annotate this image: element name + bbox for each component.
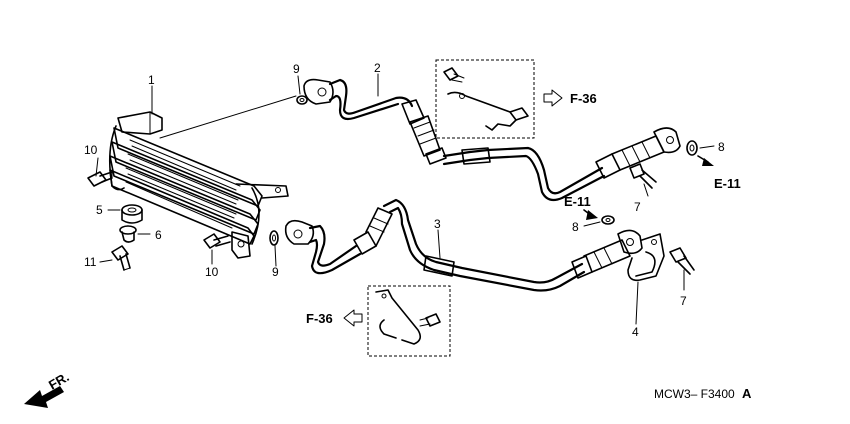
bolt-7-lower xyxy=(669,247,695,275)
diagram-code-suffix: A xyxy=(742,386,752,401)
part-number-9-upper: 9 xyxy=(293,62,300,76)
washer-9-lower xyxy=(269,230,279,246)
ref-f36-bottom: F-36 xyxy=(306,311,333,326)
part-number-11: 11 xyxy=(84,255,97,269)
front-direction-arrow xyxy=(24,386,64,408)
washer-8-mid xyxy=(601,215,615,225)
ref-arrow-f36-top xyxy=(543,89,563,107)
ref-arrow-e11-right xyxy=(697,155,714,166)
part-number-6: 6 xyxy=(155,228,162,242)
oil-cooler xyxy=(108,95,297,259)
oil-cooler-hose-upper xyxy=(303,78,681,202)
part-number-4: 4 xyxy=(632,325,639,339)
collar-6 xyxy=(119,225,137,243)
oil-cooler-hose-lower xyxy=(284,198,643,292)
grommet-5 xyxy=(121,204,143,224)
part-number-7-lower: 7 xyxy=(680,294,687,308)
part-number-8-mid: 8 xyxy=(572,220,579,234)
bolt-11 xyxy=(111,245,131,271)
ref-arrow-f36-bottom xyxy=(343,309,363,327)
part-number-9-lower: 9 xyxy=(272,265,279,279)
washer-8-right xyxy=(686,140,698,156)
front-direction-label: FR. xyxy=(46,369,72,392)
ref-e11-mid: E-11 xyxy=(564,194,591,209)
part-number-10-mid: 10 xyxy=(205,265,219,279)
leader-lines xyxy=(95,73,715,325)
part-number-10-left: 10 xyxy=(84,143,98,157)
bolt-10-left xyxy=(87,171,113,187)
washer-9-upper xyxy=(296,95,308,105)
part-number-2: 2 xyxy=(374,61,381,75)
part-number-5: 5 xyxy=(96,203,103,217)
bolt-10-mid xyxy=(203,233,231,249)
part-number-3: 3 xyxy=(434,217,441,231)
detail-box-top xyxy=(435,59,535,139)
diagram-code: MCW3– F3400 xyxy=(654,387,735,401)
part-number-8-right: 8 xyxy=(718,140,725,154)
detail-box-bottom xyxy=(367,285,451,357)
bolt-7-upper xyxy=(629,163,657,189)
ref-e11-right: E-11 xyxy=(714,176,741,191)
ref-arrow-e11-mid xyxy=(583,209,598,220)
ref-f36-top: F-36 xyxy=(570,91,597,106)
hose-clamp xyxy=(627,233,665,282)
part-number-7-upper: 7 xyxy=(634,200,641,214)
part-number-1: 1 xyxy=(148,73,155,87)
